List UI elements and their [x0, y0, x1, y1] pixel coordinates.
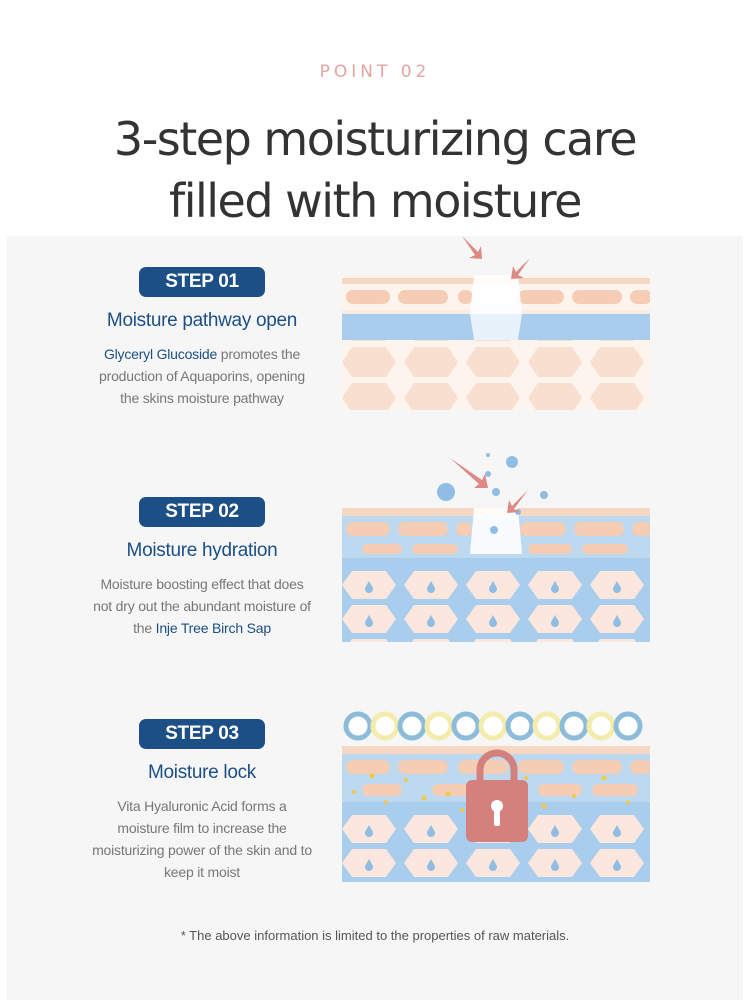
ingredient-highlight: Inje Tree Birch Sap — [155, 620, 271, 636]
skin-diagram-step-03 — [342, 711, 650, 882]
disclaimer-footnote: * The above information is limited to th… — [180, 928, 570, 943]
step-03-description: Vita Hyaluronic Acid forms a moisture fi… — [92, 798, 312, 880]
page-title: 3-step moisturizing care filled with moi… — [0, 108, 750, 232]
arrow-down-icon — [450, 458, 528, 513]
step-02-description: Moisture boosting effect that does not d… — [93, 576, 311, 636]
step-03: STEP 03 Moisture lock Vita Hyaluronic Ac… — [58, 719, 346, 883]
point-label: POINT 02 — [319, 62, 431, 82]
step-01-badge: STEP 01 — [139, 267, 265, 297]
step-01-title: Moisture pathway open — [106, 310, 298, 331]
skin-diagram-step-01 — [342, 236, 650, 410]
title-line-1: 3-step moisturizing care — [113, 112, 638, 166]
step-01: STEP 01 Moisture pathway open Glyceryl G… — [58, 267, 346, 409]
arrow-down-icon — [462, 236, 530, 279]
step-02-title: Moisture hydration — [126, 540, 278, 561]
hyaluronic-film-rings — [343, 711, 643, 741]
step-01-description: Glyceryl Glucoside promotes the producti… — [99, 346, 305, 406]
padlock-icon — [466, 749, 528, 842]
step-03-badge: STEP 03 — [139, 719, 265, 749]
step-03-title: Moisture lock — [147, 762, 257, 783]
step-02-badge: STEP 02 — [139, 497, 265, 527]
step-02: STEP 02 Moisture hydration Moisture boos… — [58, 497, 346, 639]
ingredient-highlight: Glyceryl Glucoside — [103, 346, 218, 362]
skin-diagram-step-02 — [342, 453, 650, 642]
title-line-2: filled with moisture — [169, 174, 582, 228]
